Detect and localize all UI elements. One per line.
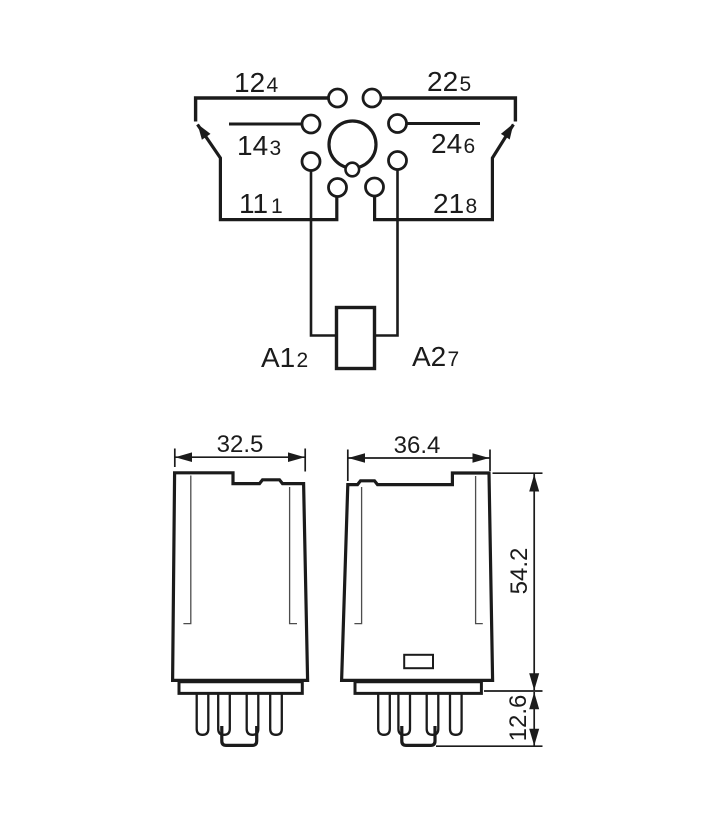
pin-terminal-7	[387, 150, 408, 171]
dim-arrow-down-icon	[529, 728, 540, 746]
relay-pin	[217, 694, 231, 736]
dimension-value: 12.6	[505, 695, 532, 742]
center-key-hole	[327, 119, 378, 170]
relay-pin	[397, 694, 412, 736]
contact-11-blade-path	[196, 123, 339, 222]
label-contact-24: 24 6	[431, 128, 475, 159]
dim-arrow-left-icon	[348, 453, 365, 463]
keying-tab	[220, 726, 259, 747]
cover-groove-line	[474, 476, 483, 625]
pin-terminal-3	[300, 113, 322, 135]
pin-terminal-1	[327, 177, 348, 198]
label-coil-a1: A1 2	[261, 342, 308, 373]
cover-groove-line	[354, 487, 363, 625]
pin-terminal-8	[364, 176, 385, 198]
relay-base-flange-right	[353, 680, 483, 695]
dimension-value: 32.5	[217, 431, 264, 458]
relay-base-flange-left	[177, 680, 304, 695]
dim-arrow-up-icon	[529, 474, 540, 492]
pin-terminal-4	[327, 87, 348, 109]
dimension-width-right: 36.4	[346, 432, 491, 481]
dimension-body-height: 54.2	[484, 472, 543, 692]
pin-terminal-6	[387, 113, 408, 134]
label-window	[403, 653, 435, 670]
dimension-pin-length: 12.6	[436, 692, 543, 748]
dimension-value: 36.4	[394, 432, 441, 459]
coil-wire-a2	[375, 169, 399, 337]
cover-groove-line	[183, 475, 192, 625]
contact-21-blade-path	[373, 123, 515, 222]
socket-wiring-diagram: 12 4 22 5 14 3 24 6 11 1 21 8 A1 2 A2 7	[193, 66, 518, 373]
coil-symbol	[334, 305, 377, 371]
label-contact-21: 21 8	[433, 188, 477, 219]
dimension-value: 54.2	[506, 548, 533, 595]
contact-22-line	[381, 96, 518, 122]
dim-arrow-up-icon	[529, 692, 540, 710]
pin-terminal-2	[300, 151, 322, 172]
dim-arrow-right-icon	[472, 453, 490, 463]
coil-wire-a1	[309, 170, 336, 337]
key-notch	[344, 161, 361, 178]
cover-groove-line	[288, 487, 297, 625]
label-contact-22: 22 5	[427, 66, 471, 97]
label-contact-12: 12 4	[234, 67, 279, 98]
keying-tab	[400, 726, 437, 747]
dimension-width-left: 32.5	[173, 431, 307, 472]
label-contact-11: 11 1	[239, 188, 283, 219]
blade-arrow-left-icon	[197, 124, 211, 140]
blade-arrow-right-icon	[500, 123, 514, 140]
relay-pin	[425, 694, 440, 736]
relay-pin	[269, 694, 283, 736]
pin-terminal-5	[361, 87, 383, 109]
relay-body-left	[170, 471, 310, 682]
relay-side-view	[339, 471, 495, 747]
dim-arrow-down-icon	[529, 673, 540, 691]
relay-pin	[448, 694, 463, 736]
contact-12-line	[193, 96, 329, 122]
dim-arrow-right-icon	[288, 452, 305, 462]
relay-body-right	[339, 471, 495, 682]
relay-front-view	[170, 471, 310, 747]
relay-pin	[377, 694, 391, 736]
dim-arrow-left-icon	[175, 452, 192, 462]
label-coil-a2: A2 7	[412, 341, 459, 372]
relay-pin	[195, 694, 210, 736]
label-contact-14: 14 3	[237, 130, 281, 161]
